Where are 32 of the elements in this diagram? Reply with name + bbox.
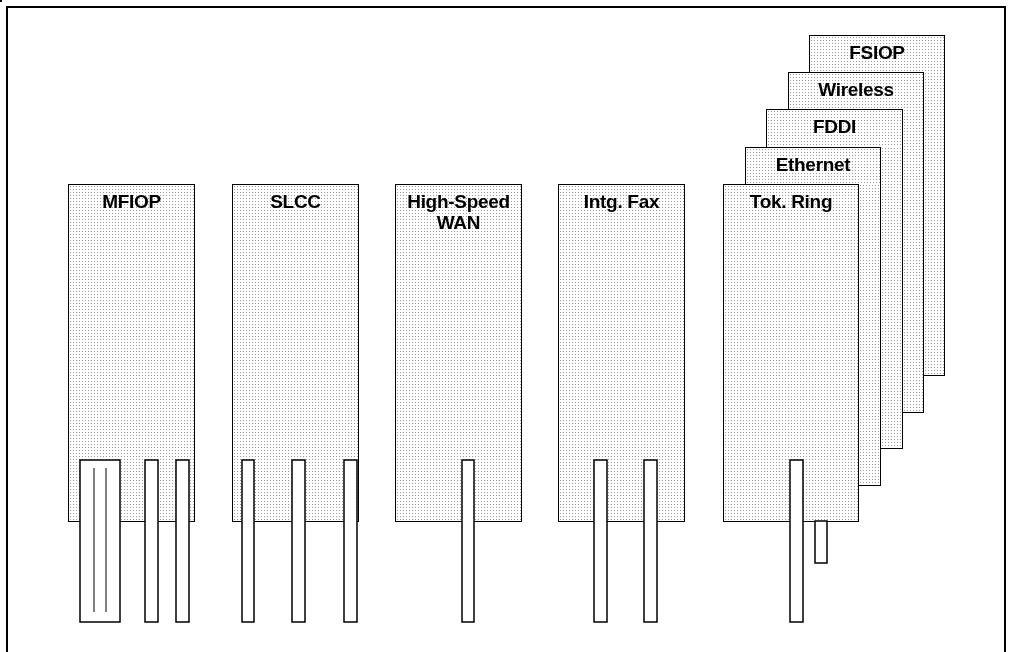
adapter-card	[68, 184, 195, 522]
card-label: Wireless	[817, 79, 895, 100]
cable-connector	[291, 459, 306, 623]
cable-connector	[343, 459, 358, 623]
card-label: SLCC	[269, 191, 322, 212]
card-edge	[859, 184, 881, 486]
card-label: Tok. Ring	[748, 191, 834, 212]
adapter-card	[723, 184, 859, 522]
cable-connector	[79, 459, 121, 623]
card-label: FSIOP	[848, 42, 906, 63]
cable-connector	[461, 459, 475, 623]
card-label: High-Speed WAN	[406, 191, 511, 233]
card-edge	[924, 72, 945, 376]
adapter-card	[809, 35, 945, 72]
cable-connector	[144, 459, 159, 623]
card-edge	[903, 109, 924, 413]
card-label: MFIOP	[101, 191, 162, 212]
cable-connector	[175, 459, 190, 623]
adapter-card	[788, 72, 924, 109]
cable-connector	[241, 459, 255, 623]
cable-connector	[789, 459, 804, 623]
adapter-card	[766, 109, 903, 147]
cable-connector	[814, 520, 828, 564]
adapter-card	[558, 184, 685, 522]
card-label: Intg. Fax	[582, 191, 661, 212]
adapter-card	[232, 184, 359, 522]
card-label: FDDI	[811, 116, 858, 137]
adapter-card	[395, 184, 522, 522]
cable-connector	[643, 459, 658, 623]
card-edge	[881, 147, 903, 449]
card-label: Ethernet	[774, 154, 852, 175]
cable-connector	[593, 459, 608, 623]
